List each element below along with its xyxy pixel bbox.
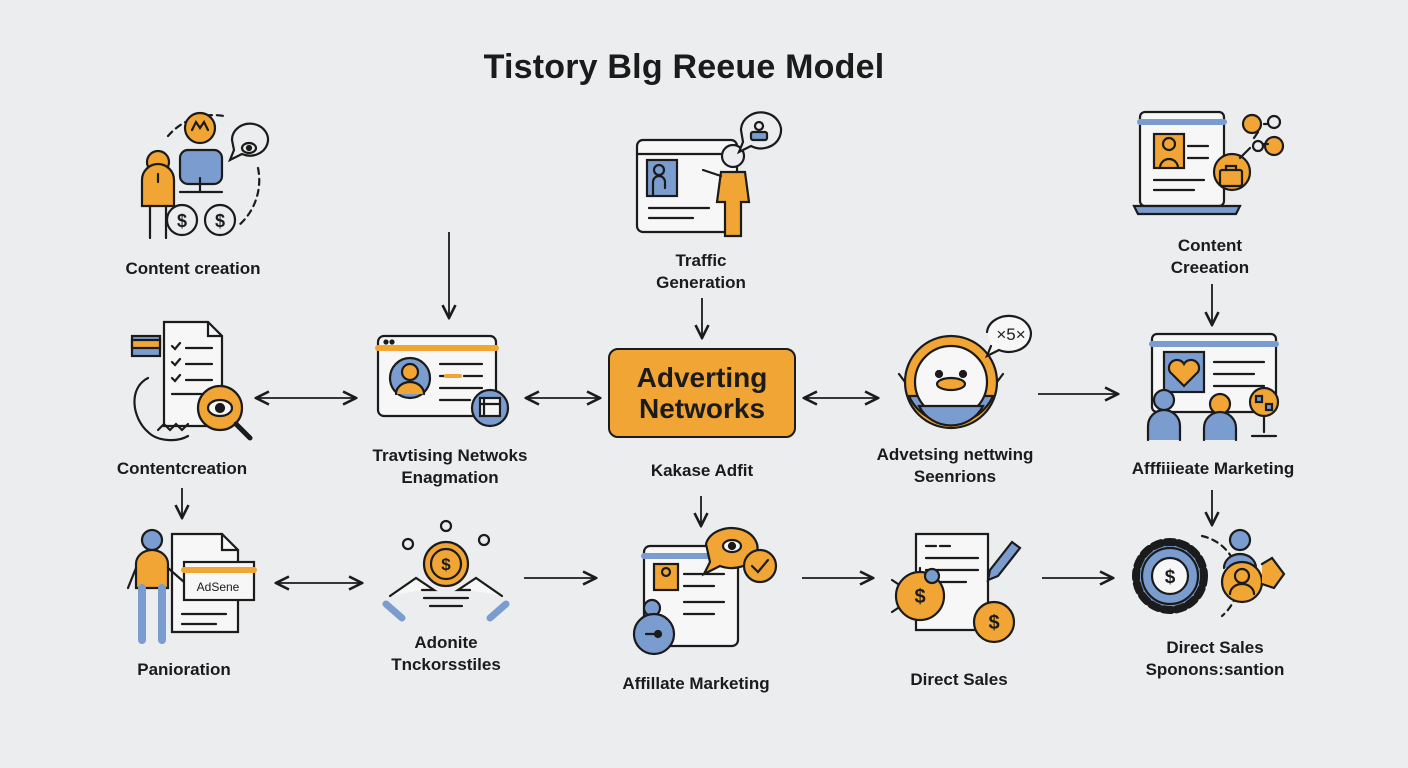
hands-coin-icon: $ — [382, 519, 510, 622]
label-panioration: Panioration — [137, 660, 231, 679]
label-content-creation-mid: Contentcreation — [116, 459, 248, 478]
person-adsense-icon: AdSene — [126, 528, 257, 644]
window-chat-check-icon — [632, 527, 778, 656]
browser-profile-icon — [375, 334, 510, 428]
dollar-sign-5: $ — [988, 612, 999, 634]
presenter-window-icon — [635, 111, 783, 238]
people-money-icon: $ $ — [140, 111, 270, 240]
dollar-sign-6: $ — [1165, 567, 1176, 588]
label-affiliate-right: Afffiiieate Marketing — [1131, 459, 1295, 478]
dollar-sign-3: $ — [441, 555, 451, 574]
document-magnifier-icon — [130, 320, 253, 442]
multiplier-text: ×5× — [996, 325, 1025, 344]
label-affiliate-bottom: Affillate Marketing — [622, 674, 770, 693]
laptop-network-icon — [1132, 110, 1285, 216]
label-direct-sales: Direct Sales — [910, 670, 1008, 689]
heart-screen-people-icon — [1146, 332, 1280, 442]
dollar-sign-2: $ — [215, 211, 225, 231]
label-content-creation-top: Content creation — [125, 259, 261, 278]
center-line-1: Adverting — [636, 362, 768, 393]
gear-person-icon: $ — [1132, 528, 1286, 618]
dollar-sign-1: $ — [177, 211, 187, 231]
center-line-2: Networks — [638, 393, 766, 424]
document-coins-pen-icon: $ $ — [890, 532, 1022, 644]
adsense-text: AdSene — [197, 580, 240, 594]
advertising-networks-box: Adverting Networks — [608, 348, 796, 438]
page-title: Tistory Blg Reeue Model — [483, 48, 885, 86]
dollar-sign-4: $ — [914, 586, 925, 608]
label-kakase-adfit: Kakase Adfit — [650, 461, 754, 480]
mascot-circle-icon: ×5× — [897, 314, 1032, 430]
